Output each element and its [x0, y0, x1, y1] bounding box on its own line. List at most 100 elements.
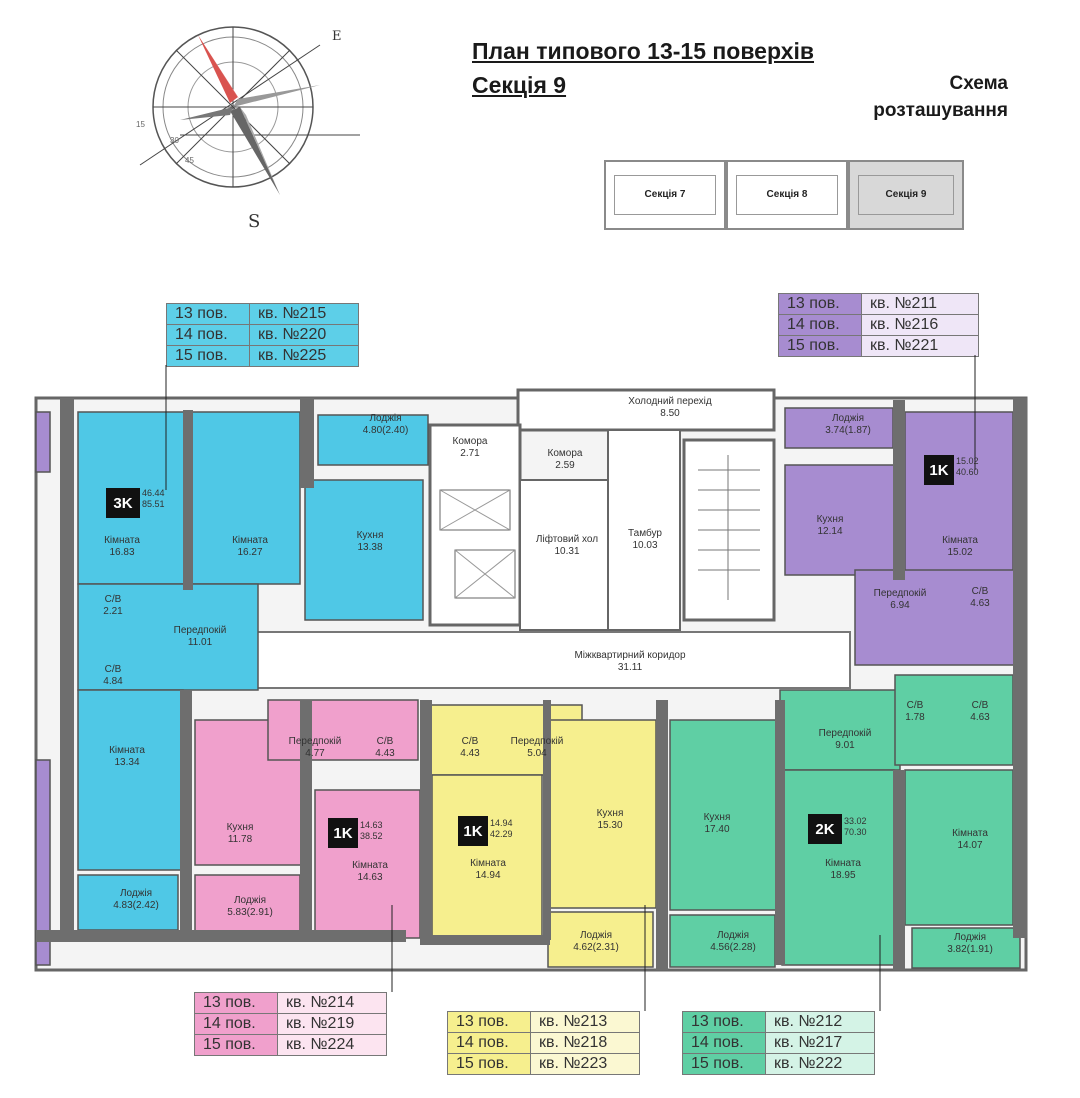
green-wc-zone [894, 674, 1014, 766]
compass-deg-label: 15 [136, 120, 145, 129]
table-row: 14 пов.кв. №217 [682, 1032, 875, 1054]
compass-east-label: E [332, 29, 342, 44]
table-row: 13 пов.кв. №212 [682, 1011, 875, 1033]
section-7-block[interactable]: Секція 7 [604, 160, 726, 230]
table-row: 15 пов.кв. №222 [682, 1053, 875, 1075]
table-row: 14 пов.кв. №219 [194, 1013, 387, 1035]
green-room1 [781, 769, 895, 966]
table-row: 14 пов.кв. №218 [447, 1032, 640, 1054]
table-row: 15 пов.кв. №221 [778, 335, 979, 357]
yellow-loggia [547, 911, 654, 968]
apartment-type-badge: 1K [924, 455, 954, 485]
purple-room [904, 411, 1014, 578]
yellow-apartment-table: 13 пов.кв. №213 14 пов.кв. №218 15 пов.к… [447, 1011, 640, 1075]
elevator-shafts [428, 423, 522, 627]
table-row: 15 пов.кв. №224 [194, 1034, 387, 1056]
section-9-label: Секція 9 [885, 189, 927, 201]
green-room2 [904, 769, 1014, 926]
table-row: 13 пов.кв. №211 [778, 293, 979, 315]
cyan-kitchen [304, 479, 424, 621]
purple-apartment-table: 13 пов.кв. №211 14 пов.кв. №216 15 пов.к… [778, 293, 979, 357]
section-8-label: Секція 8 [766, 189, 808, 201]
section-9-block[interactable]: Секція 9 [848, 160, 964, 230]
cyan-apartment-table: 13 пов.кв. №215 14 пов.кв. №220 15 пов.к… [166, 303, 359, 367]
compass-rose-icon: E S 45 30 15 [136, 26, 360, 232]
compass-deg-label: 45 [185, 156, 194, 165]
section-7-label: Секція 7 [644, 189, 686, 201]
apartment-type-badge: 1K [328, 818, 358, 848]
apartment-type-badge: 3K [106, 488, 140, 518]
pink-hall [267, 699, 419, 761]
table-row: 14 пов.кв. №220 [166, 324, 359, 346]
plan-title: План типового 13-15 поверхів [472, 38, 815, 64]
cyan-loggia-bot [77, 874, 179, 931]
scheme-title: Схема розташування [840, 70, 1008, 124]
cyan-loggia [317, 414, 429, 466]
yellow-kitchen [547, 719, 657, 909]
section-title: Секція 9 [472, 72, 567, 98]
table-row: 13 пов.кв. №215 [166, 303, 359, 325]
cyan-room3 [77, 689, 184, 871]
purple-hall [854, 569, 1016, 666]
table-row: 14 пов.кв. №216 [778, 314, 979, 336]
compass-deg-label: 30 [170, 136, 179, 145]
vestibule-area [607, 429, 681, 631]
pink-apartment-table: 13 пов.кв. №214 14 пов.кв. №219 15 пов.к… [194, 992, 387, 1056]
cyan-hall-zone [77, 583, 259, 691]
green-kitchen [669, 719, 779, 911]
table-row: 15 пов.кв. №225 [166, 345, 359, 367]
table-row: 13 пов.кв. №214 [194, 992, 387, 1014]
purple-kitchen [784, 464, 896, 576]
apartment-type-badge: 2K [808, 814, 842, 844]
lift-hall-area [519, 479, 611, 631]
compass-south-label: S [248, 211, 260, 232]
yellow-room [431, 774, 543, 938]
green-loggia2 [911, 927, 1021, 969]
section-8-block[interactable]: Секція 8 [726, 160, 848, 230]
apartment-type-badge: 1K [458, 816, 488, 846]
table-row: 15 пов.кв. №223 [447, 1053, 640, 1075]
